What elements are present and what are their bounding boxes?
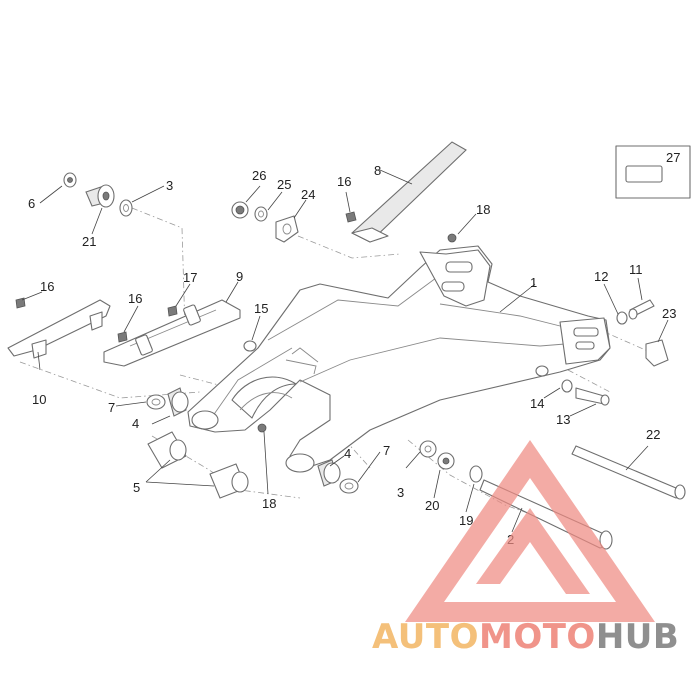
part-number-labels: 1 2 3 3 4 4 5 6 7 7 8 9 10 11 12 13 14 1…: [28, 150, 680, 547]
watermark-triangle-icon: [405, 440, 655, 622]
label-6: 6: [28, 196, 35, 211]
watermark-logo-text: AUTOMOTOHUB: [372, 617, 679, 657]
label-4-right: 4: [344, 446, 351, 461]
label-18-top: 18: [476, 202, 490, 217]
label-15: 15: [254, 301, 268, 316]
label-25: 25: [277, 177, 291, 192]
label-16-mid: 16: [128, 291, 142, 306]
watermark-auto: AUTO: [372, 617, 479, 657]
label-27: 27: [666, 150, 680, 165]
label-14: 14: [530, 396, 544, 411]
chain-slider-plate: [103, 299, 241, 367]
label-12: 12: [594, 269, 608, 284]
label-13: 13: [556, 412, 570, 427]
label-16-center: 16: [337, 174, 351, 189]
label-7-right: 7: [383, 443, 390, 458]
part-27-box: [615, 145, 691, 199]
label-24: 24: [301, 187, 315, 202]
label-10: 10: [32, 392, 46, 407]
watermark-hub: HUB: [596, 617, 679, 657]
chain-guard: [351, 141, 467, 243]
label-11: 11: [629, 262, 643, 277]
leader-lines: [21, 169, 669, 533]
guard-plate: [7, 299, 111, 359]
label-17: 17: [183, 270, 197, 285]
label-3-top: 3: [166, 178, 173, 193]
label-18-bottom: 18: [262, 496, 276, 511]
automotohub-watermark: AUTOMOTOHUB: [372, 440, 679, 657]
label-8: 8: [374, 163, 381, 178]
label-21: 21: [82, 234, 96, 249]
label-22: 22: [646, 427, 660, 442]
label-26: 26: [252, 168, 266, 183]
watermark-moto: MOTO: [479, 617, 596, 657]
label-1: 1: [530, 275, 537, 290]
label-5: 5: [133, 480, 140, 495]
label-20: 20: [425, 498, 439, 513]
watermark-inner-arrow-icon: [476, 508, 590, 594]
label-4-left: 4: [132, 416, 139, 431]
label-23: 23: [662, 306, 676, 321]
swingarm: [187, 245, 611, 473]
label-19: 19: [459, 513, 473, 528]
label-3-bottom: 3: [397, 485, 404, 500]
label-9: 9: [236, 269, 243, 284]
label-7-left: 7: [108, 400, 115, 415]
label-16-left: 16: [40, 279, 54, 294]
